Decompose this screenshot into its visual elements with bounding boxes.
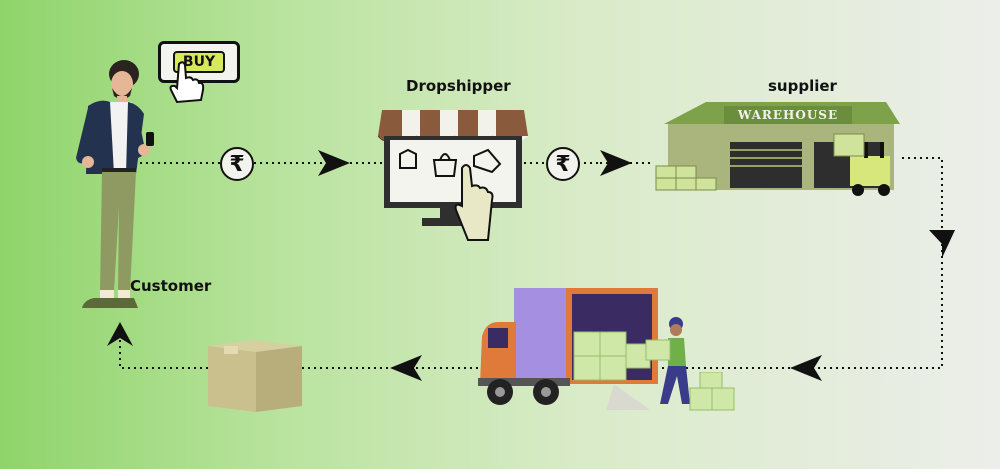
arrow-up <box>107 322 133 346</box>
customer-label: Customer <box>130 277 212 295</box>
warehouse-building <box>655 102 900 196</box>
rupee-coin-icon: ₹ <box>546 147 580 181</box>
storefront-monitor <box>377 110 528 241</box>
delivery-worker <box>645 317 690 404</box>
stacked-boxes <box>689 372 735 411</box>
arrow-right-2 <box>600 150 632 176</box>
arrow-down <box>929 230 955 258</box>
arrow-left-2 <box>390 355 422 381</box>
rupee-symbol: ₹ <box>555 151 571 177</box>
arrow-left-1 <box>790 355 822 381</box>
warehouse-sign: WAREHOUSE <box>737 108 839 122</box>
arrow-right-1 <box>318 150 350 176</box>
pointing-hand-icon <box>169 61 205 104</box>
dropshipper-label: Dropshipper <box>406 77 511 95</box>
rupee-symbol: ₹ <box>229 151 245 177</box>
supplier-label: supplier <box>768 77 837 95</box>
rupee-coin-icon: ₹ <box>220 147 254 181</box>
customer-figure <box>76 60 154 308</box>
supplier-to-customer-line <box>119 157 943 369</box>
cardboard-box-icon <box>208 340 302 412</box>
